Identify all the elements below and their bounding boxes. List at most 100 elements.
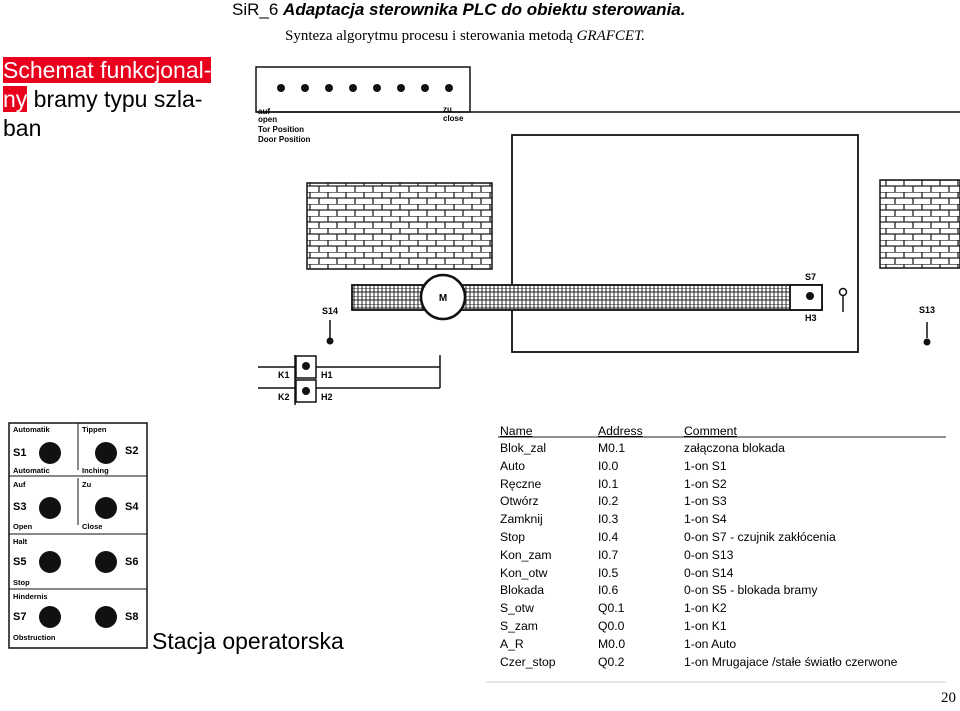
panel-automatic: Automatic <box>13 466 50 475</box>
label-door-position: Door Position <box>258 135 311 144</box>
col-address: Address <box>598 424 643 438</box>
panel-close: Close <box>82 522 102 531</box>
cell-name: Ręczne <box>500 476 542 491</box>
cell-comment: 1-on Auto <box>684 636 737 651</box>
subtitle-prefix: Synteza algorytmu procesu i sterowania m… <box>285 28 573 44</box>
cell-comment: 1-on K2 <box>684 601 727 616</box>
cell-address: I0.0 <box>598 458 619 473</box>
cell-comment: 1-on S1 <box>684 458 727 473</box>
side-title-line3: ban <box>3 115 42 141</box>
right-wall <box>879 179 960 269</box>
operator-panel <box>8 422 148 649</box>
cell-address: Q0.2 <box>598 654 625 669</box>
panel-open: Open <box>13 522 33 531</box>
s2-button <box>95 442 117 464</box>
panel-auf: Auf <box>13 480 26 489</box>
page-number: 20 <box>941 690 956 706</box>
panel-hindernis: Hindernis <box>13 592 48 601</box>
s1-button <box>39 442 61 464</box>
label-zu: zu <box>443 105 452 114</box>
cell-name: S_zam <box>500 619 538 633</box>
slide-subtitle: Synteza algorytmu procesu i sterowania m… <box>285 28 645 45</box>
panel-zu: Zu <box>82 480 92 489</box>
cell-address: I0.6 <box>598 583 619 598</box>
panel-s3: S3 <box>13 501 26 513</box>
s7-label: S7 <box>805 272 816 282</box>
cell-comment: 0-on S14 <box>684 565 734 580</box>
k1-label: K1 <box>278 370 290 380</box>
label-open: open <box>258 115 277 124</box>
cell-address: I0.2 <box>598 494 619 509</box>
side-title-highlight: ny <box>3 86 28 112</box>
panel-s7: S7 <box>13 611 26 623</box>
s13-label: S13 <box>919 305 935 315</box>
cell-comment: 1-on S2 <box>684 476 727 491</box>
subtitle-method: GRAFCET. <box>576 28 646 44</box>
cell-name: S_otw <box>500 601 534 616</box>
panel-s2: S2 <box>125 445 138 457</box>
h2-label: H2 <box>321 392 333 402</box>
panel-halt: Halt <box>13 537 28 546</box>
motor-label: M <box>439 293 447 304</box>
cell-name: Blokada <box>500 583 545 598</box>
motor <box>419 273 467 321</box>
s13-sensor <box>923 322 931 346</box>
cell-comment: 1-on S4 <box>684 512 727 527</box>
panel-automatik: Automatik <box>13 425 50 434</box>
contactor-block <box>258 355 441 405</box>
cell-comment: 0-on S13 <box>684 547 734 562</box>
cell-comment: załączona blokada <box>684 441 785 455</box>
label-tor-position: Tor Position <box>258 125 304 134</box>
panel-s6: S6 <box>125 556 138 568</box>
cell-address: I0.7 <box>598 547 619 562</box>
panel-inching: Inching <box>82 466 109 475</box>
panel-s5: S5 <box>13 556 26 568</box>
cell-name: Zamknij <box>500 512 543 527</box>
panel-tippen: Tippen <box>82 425 107 434</box>
cell-address: I0.1 <box>598 476 619 491</box>
s14-sensor <box>326 320 334 345</box>
col-comment: Comment <box>684 424 737 438</box>
cell-address: Q0.1 <box>598 601 625 616</box>
panel-s4: S4 <box>125 501 139 513</box>
h3-label: H3 <box>805 313 817 323</box>
cell-address: Q0.0 <box>598 619 625 633</box>
s5-button <box>39 551 61 573</box>
operator-station-caption: Stacja operatorska <box>152 628 344 654</box>
slide-title-text: Adaptacja sterownika PLC do obiektu ster… <box>283 0 686 19</box>
cell-name: Czer_stop <box>500 654 556 669</box>
cell-address: I0.4 <box>598 530 619 544</box>
cell-name: A_R <box>500 636 524 651</box>
gate-opening <box>511 134 859 353</box>
slide-title: SiR_6 Adaptacja sterownika PLC do obiekt… <box>232 0 685 20</box>
panel-stop: Stop <box>13 578 30 587</box>
col-name: Name <box>500 424 533 438</box>
side-title-line1: Schemat funkcjonal- <box>3 57 212 83</box>
s3-button <box>39 497 61 519</box>
k2-label: K2 <box>278 392 290 402</box>
cell-name: Kon_zam <box>500 547 552 562</box>
side-title-line2: bramy typu szla- <box>27 86 203 112</box>
cell-name: Blok_zal <box>500 441 547 455</box>
cell-address: M0.0 <box>598 636 626 651</box>
h3-lamp <box>806 292 814 300</box>
cell-comment: 0-on S5 - blokada bramy <box>684 583 818 598</box>
panel-s8: S8 <box>125 611 138 623</box>
s14-label: S14 <box>322 306 338 316</box>
cell-name: Otwórz <box>500 494 539 509</box>
panel-obstruction: Obstruction <box>13 633 56 642</box>
left-wall <box>306 182 493 270</box>
label-close: close <box>443 114 464 123</box>
cell-comment: 1-on K1 <box>684 619 727 633</box>
slide-code: SiR_6 <box>232 0 279 19</box>
panel-s1: S1 <box>13 447 26 459</box>
cell-address: I0.5 <box>598 565 619 580</box>
cell-comment: 1-on Mrugajace /stałe światło czerwone <box>684 654 898 669</box>
label-auf: auf <box>258 107 270 116</box>
s7-button <box>39 606 61 628</box>
s6-button <box>95 551 117 573</box>
h1-label: H1 <box>321 370 333 380</box>
cell-comment: 0-on S7 - czujnik zakłócenia <box>684 530 836 544</box>
cell-comment: 1-on S3 <box>684 494 727 509</box>
